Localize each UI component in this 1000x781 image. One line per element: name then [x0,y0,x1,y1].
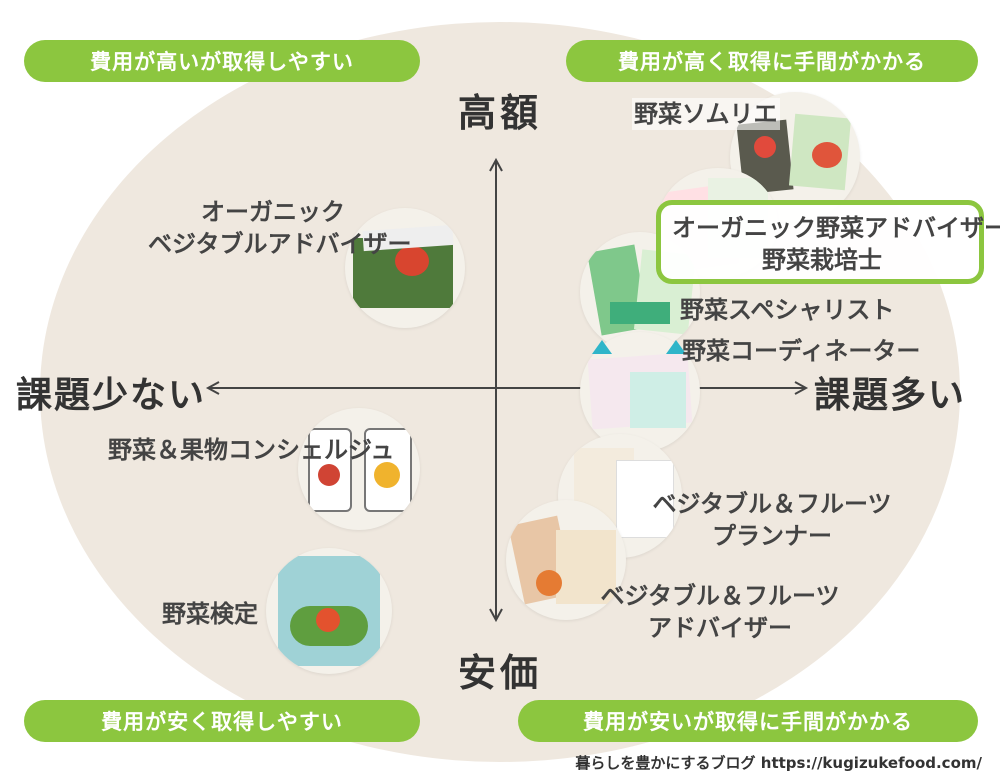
label-organic-vegetable-advisor-left-line2: ベジタブルアドバイザー [148,230,412,259]
quadrant-top-right-pill: 費用が高く取得に手間がかかる [566,40,978,82]
axis-label-bottom: 安価 [458,651,543,695]
axis-label-right: 課題多い [814,375,967,416]
axis-label-top: 高額 [458,91,543,135]
label-vegetable-fruit-planner-line1: ベジタブル＆フルーツ [652,490,892,518]
label-vegetable-fruit-advisor-line2: アドバイザー [648,614,792,643]
axis-label-left: 課題少ない [16,375,207,416]
label-vegetable-exam: 野菜検定 [162,600,258,628]
label-organic-vegetable-advisor-left: オーガニック ベジタブルアドバイザー [148,196,412,261]
label-vegetable-specialist: 野菜スペシャリスト [680,296,895,324]
quadrant-bottom-right-pill: 費用が安いが取得に手間がかかる [518,700,978,742]
label-vegetable-fruit-advisor-line1: ベジタブル＆フルーツ [600,582,840,610]
photo-vegetable-exam [266,548,392,674]
photo-organic-vegetable-advisor-left [345,208,465,328]
organic-vegetable-advisor-highlight [656,200,984,284]
label-organic-vegetable-advisor: オーガニック野菜アドバイザー 野菜栽培士 [672,212,1000,277]
label-organic-vegetable-advisor-line2: 野菜栽培士 [762,246,882,275]
teal-accent-right [666,340,686,354]
label-organic-vegetable-advisor-left-line1: オーガニック [201,198,345,226]
photo-vegetable-fruit-advisor [506,500,626,620]
label-vegetable-fruit-planner: ベジタブル＆フルーツ プランナー [640,488,904,553]
quadrant-bottom-left-pill: 費用が安く取得しやすい [24,700,420,742]
label-vegetable-fruit-concierge: 野菜＆果物コンシェルジュ [108,436,395,464]
label-vegetable-fruit-planner-line2: プランナー [712,522,832,551]
label-organic-vegetable-advisor-line1: オーガニック野菜アドバイザー [672,214,1000,242]
photo-vegetable-fruit-concierge [298,408,420,530]
quadrant-top-left-pill: 費用が高いが取得しやすい [24,40,420,82]
teal-accent-left [592,340,612,354]
label-vegetable-coordinator: 野菜コーディネーター [682,337,921,365]
label-vegetable-sommelier: 野菜ソムリエ [632,98,780,131]
footer-credit: 暮らしを豊かにするブログ https://kugizukefood.com/ [575,754,982,772]
label-vegetable-fruit-advisor: ベジタブル＆フルーツ アドバイザー [588,580,852,645]
